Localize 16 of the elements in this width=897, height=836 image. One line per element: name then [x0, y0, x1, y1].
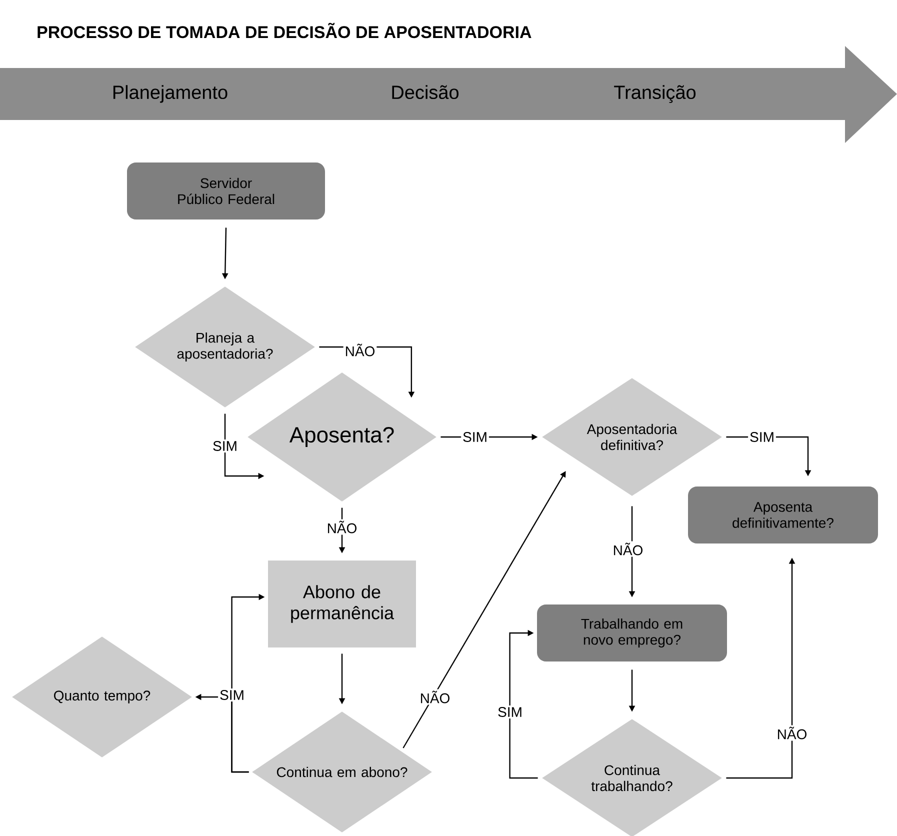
process-box: Aposenta definitivamente?	[688, 486, 878, 544]
process-box: Trabalhando em novo emprego?	[537, 604, 727, 662]
arrow	[509, 630, 538, 779]
edge-label: SIM	[211, 440, 239, 452]
process-box: Abono de permanência	[268, 560, 416, 648]
process-box: Servidor Público Federal	[127, 162, 325, 220]
edge-label: NÃO	[325, 519, 359, 535]
edge-label: SIM	[218, 688, 246, 702]
edge-label: NÃO	[418, 689, 452, 705]
title: PROCESSO DE TOMADA DE DECISÃO DE APOSENTADORIA	[38, 22, 532, 38]
edge-label: NÃO	[611, 541, 645, 557]
edge-label: NÃO	[775, 725, 809, 741]
edge-label: NÃO	[343, 342, 377, 358]
edge-label: SIM	[461, 430, 489, 444]
edge-label: SIM	[748, 430, 776, 444]
edge-label: SIM	[496, 706, 524, 718]
